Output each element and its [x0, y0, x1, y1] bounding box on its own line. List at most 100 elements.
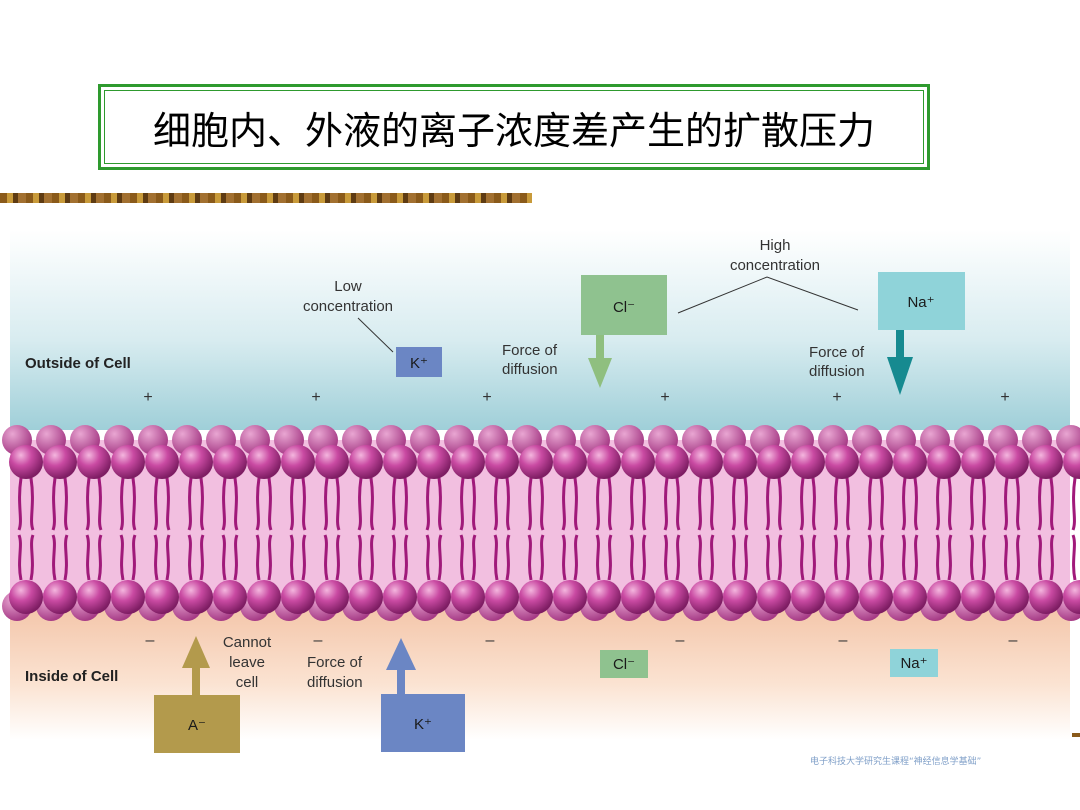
lipid-tail	[867, 477, 873, 531]
lipid-tail	[323, 534, 329, 581]
phospholipid-head-inner	[961, 580, 995, 614]
phospholipid-head-inner	[383, 580, 417, 614]
lipid-tail	[199, 477, 205, 531]
cannot-leave-label-line1: Cannot	[223, 634, 272, 651]
lipid-tail	[845, 477, 851, 531]
lipid-tail	[1071, 534, 1077, 581]
lipid-tail	[29, 534, 35, 581]
lipid-tail	[765, 534, 771, 581]
chloride-inside-box	[600, 650, 648, 678]
lipid-tail	[493, 534, 499, 581]
title-box: 细胞内、外液的离子浓度差产生的扩散压力	[98, 84, 930, 170]
phospholipid-head-outer	[893, 445, 927, 479]
lipid-tail	[901, 534, 907, 581]
phospholipid-head-inner	[43, 580, 77, 614]
lipid-tail	[607, 477, 613, 531]
phospholipid-head-inner	[179, 580, 213, 614]
lipid-tail	[165, 534, 171, 581]
potassium-force-label-line2: diffusion	[307, 674, 363, 691]
lipid-tail	[811, 477, 817, 531]
lipid-tail	[663, 534, 669, 581]
phospholipid-head-inner	[281, 580, 315, 614]
sodium-inside-box	[890, 649, 938, 677]
positive-charge: +	[482, 389, 491, 406]
phospholipid-head-inner	[791, 580, 825, 614]
anion-inside-box	[154, 695, 240, 753]
sodium-diffusion-arrow-head	[887, 357, 913, 395]
lipid-tail	[539, 534, 545, 581]
phospholipid-head-outer	[995, 445, 1029, 479]
lipid-tail	[187, 534, 193, 581]
sodium-diffusion-arrow-shaft	[896, 330, 904, 360]
lipid-tail	[981, 534, 987, 581]
lipid-tail	[595, 534, 601, 581]
anion-blocked-arrow-head	[182, 636, 210, 668]
lipid-tail	[221, 477, 227, 531]
lipid-tail	[493, 477, 499, 531]
lipid-tail	[97, 477, 103, 531]
phospholipid-head-outer	[825, 445, 859, 479]
positive-charge: +	[1000, 389, 1009, 406]
lipid-tail	[187, 477, 193, 531]
lipid-tail	[845, 534, 851, 581]
lipid-tail	[357, 477, 363, 531]
lipid-tail	[29, 477, 35, 531]
phospholipid-head-inner	[111, 580, 145, 614]
lipid-bilayer	[2, 425, 1080, 621]
lipid-tail	[471, 534, 477, 581]
lipid-tail	[573, 534, 579, 581]
phospholipid-head-outer	[247, 445, 281, 479]
lipid-tail	[833, 477, 839, 531]
lipid-tail	[131, 477, 137, 531]
lipid-tail	[505, 534, 511, 581]
outside-of-cell-label: Outside of Cell	[25, 355, 131, 372]
phospholipid-head-inner	[1029, 580, 1063, 614]
phospholipid-head-inner	[213, 580, 247, 614]
phospholipid-head-outer	[213, 445, 247, 479]
lipid-tail	[289, 477, 295, 531]
cannot-leave-label-line3: cell	[236, 674, 259, 691]
low-concentration-pointer	[357, 317, 394, 353]
lipid-tail	[1049, 534, 1055, 581]
membrane-charges: ++++++––––––	[143, 389, 1017, 649]
phospholipid-head-inner	[689, 580, 723, 614]
cannot-leave-label-line2: leave	[229, 654, 265, 671]
lipid-tail	[1015, 534, 1021, 581]
phospholipid-head-outer	[655, 445, 689, 479]
phospholipid-head-inner	[995, 580, 1029, 614]
lipid-tail	[1037, 534, 1043, 581]
phospholipid-head-inner	[825, 580, 859, 614]
lipid-tail	[913, 477, 919, 531]
lipid-tail	[505, 477, 511, 531]
lipid-tail	[1071, 477, 1077, 531]
lipid-tail	[777, 477, 783, 531]
lipid-tail	[335, 534, 341, 581]
chloride-force-label-line1: Force of	[502, 342, 558, 359]
potassium-diffusion-arrow-shaft	[397, 667, 405, 694]
lipid-tail	[391, 477, 397, 531]
phospholipid-head-inner	[655, 580, 689, 614]
lipid-tail	[199, 534, 205, 581]
phospholipid-head-outer	[77, 445, 111, 479]
phospholipid-head-outer	[383, 445, 417, 479]
lipid-tail	[935, 534, 941, 581]
lipid-tail	[867, 534, 873, 581]
phospholipid-head-outer	[757, 445, 791, 479]
phospholipid-head-outer	[859, 445, 893, 479]
anion-inside-label: A⁻	[188, 717, 206, 734]
lipid-tail	[425, 477, 431, 531]
lipid-tail	[85, 534, 91, 581]
low-concentration-label-line2: concentration	[303, 298, 393, 315]
high-concentration-label-line2: concentration	[730, 257, 820, 274]
phospholipid-head-inner	[145, 580, 179, 614]
phospholipid-head-inner	[621, 580, 655, 614]
lipid-tail	[51, 534, 57, 581]
phospholipid-head-outer	[179, 445, 213, 479]
lipid-tail	[425, 534, 431, 581]
lipid-tail	[301, 477, 307, 531]
phospholipid-head-inner	[859, 580, 893, 614]
chloride-diffusion-arrow-shaft	[596, 335, 604, 363]
lipid-tail	[879, 477, 885, 531]
lipid-tail	[675, 477, 681, 531]
